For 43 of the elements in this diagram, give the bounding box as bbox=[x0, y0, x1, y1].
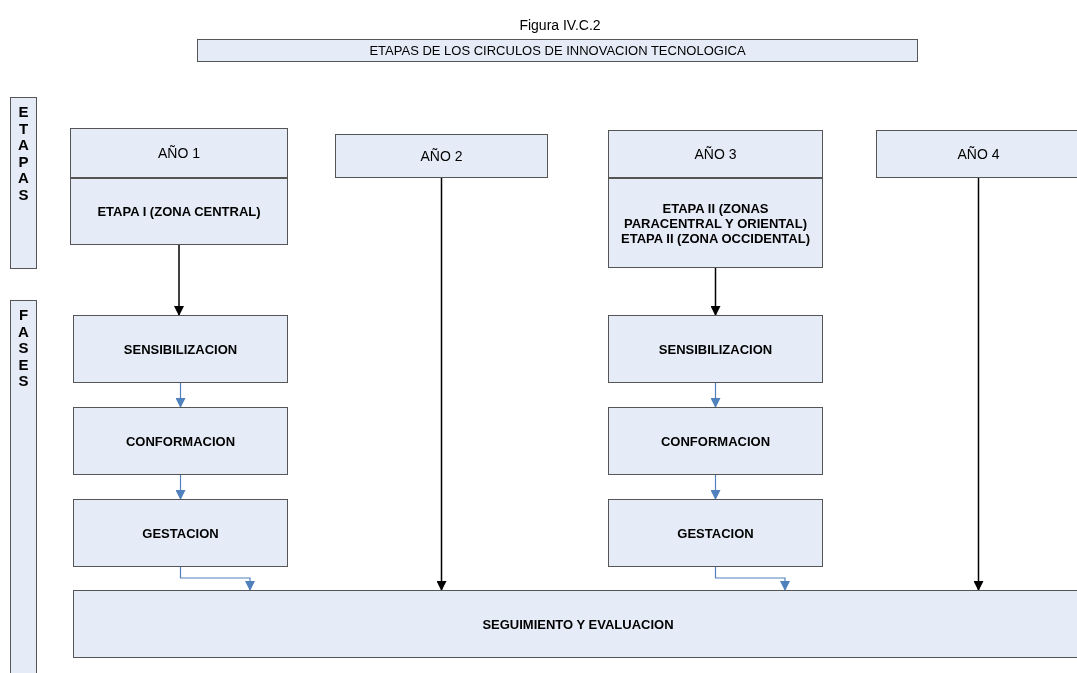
arrow bbox=[175, 474, 186, 500]
arrow bbox=[436, 177, 447, 591]
stage-box bbox=[608, 178, 823, 268]
year-box bbox=[335, 134, 548, 178]
box-label: ETAPA I (ZONA CENTRAL) bbox=[96, 204, 262, 219]
phase-box bbox=[608, 499, 823, 567]
phase-box bbox=[73, 315, 288, 383]
heading-box bbox=[197, 39, 918, 62]
figure-title: Figura IV.C.2 bbox=[518, 16, 602, 34]
vertical-label: FASES bbox=[17, 307, 30, 390]
arrow bbox=[179, 566, 255, 591]
box-label: AÑO 4 bbox=[956, 146, 1001, 162]
phase-box bbox=[73, 407, 288, 475]
stage-box bbox=[70, 178, 288, 245]
box-label: AÑO 1 bbox=[157, 145, 201, 161]
vertical-band bbox=[10, 97, 37, 269]
vertical-label: ETAPAS bbox=[17, 104, 30, 203]
box-label: AÑO 2 bbox=[419, 148, 464, 164]
box-label: ETAPAS DE LOS CIRCULOS DE INNOVACION TECNOLOGICA bbox=[368, 43, 747, 58]
box-label: SENSIBILIZACION bbox=[122, 341, 239, 357]
arrow bbox=[174, 244, 184, 316]
box-label: SENSIBILIZACION bbox=[657, 341, 774, 357]
arrow bbox=[710, 382, 721, 408]
year-box bbox=[876, 130, 1077, 178]
evaluation-box bbox=[73, 590, 1077, 658]
arrow bbox=[973, 177, 984, 591]
phase-box bbox=[608, 407, 823, 475]
year-box bbox=[608, 130, 823, 178]
arrow bbox=[175, 382, 186, 408]
arrow bbox=[710, 474, 721, 500]
phase-box bbox=[73, 499, 288, 567]
box-label: ETAPA II (ZONAS PARACENTRAL Y ORIENTAL) ETAPA II (ZONA OCCIDENTAL) bbox=[620, 200, 811, 246]
phase-box bbox=[608, 315, 823, 383]
year-box bbox=[70, 128, 288, 178]
arrow bbox=[714, 566, 790, 591]
box-label: GESTACION bbox=[676, 525, 755, 541]
box-label: CONFORMACION bbox=[124, 433, 236, 449]
box-label: GESTACION bbox=[141, 525, 220, 541]
vertical-band bbox=[10, 300, 37, 673]
arrow bbox=[710, 267, 721, 316]
box-label: SEGUIMIENTO Y EVALUACION bbox=[481, 616, 675, 632]
box-label: AÑO 3 bbox=[693, 146, 738, 162]
box-label: CONFORMACION bbox=[659, 433, 771, 449]
